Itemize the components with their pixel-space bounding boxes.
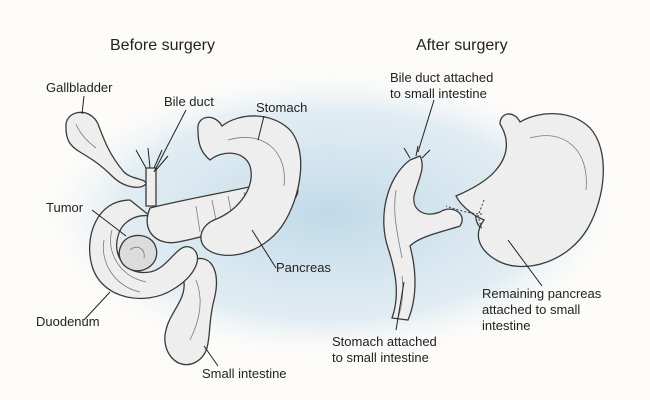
gallbladder-organ bbox=[65, 111, 147, 188]
label-remaining-pancreas-line3: intestine bbox=[482, 318, 530, 333]
label-small-intestine: Small intestine bbox=[202, 366, 287, 381]
heading-before: Before surgery bbox=[110, 37, 215, 54]
label-bile-duct-attached-line2: to small intestine bbox=[390, 86, 487, 101]
heading-after: After surgery bbox=[416, 37, 508, 54]
label-stomach-attached-line2: to small intestine bbox=[332, 350, 429, 365]
after-surgery-illustration bbox=[383, 112, 604, 321]
label-bile-duct-attached-line1: Bile duct attached bbox=[390, 70, 493, 85]
after-stomach-organ bbox=[455, 112, 604, 268]
after-bile-duct-stub bbox=[403, 145, 431, 159]
leader-lines bbox=[81, 95, 543, 367]
label-tumor: Tumor bbox=[46, 200, 84, 215]
label-stomach: Stomach bbox=[256, 100, 307, 115]
label-gallbladder: Gallbladder bbox=[46, 80, 113, 95]
label-bile-duct: Bile duct bbox=[164, 94, 214, 109]
label-remaining-pancreas-line1: Remaining pancreas bbox=[482, 286, 602, 301]
small-intestine-organ bbox=[164, 257, 218, 366]
bile-duct-organ bbox=[145, 167, 157, 207]
after-small-intestine-organ bbox=[383, 155, 463, 321]
before-surgery-illustration bbox=[65, 111, 302, 366]
tumor-organ bbox=[118, 234, 158, 272]
label-pancreas: Pancreas bbox=[276, 260, 331, 275]
label-duodenum: Duodenum bbox=[36, 314, 100, 329]
background-wash bbox=[30, 65, 630, 365]
label-stomach-attached-line1: Stomach attached bbox=[332, 334, 437, 349]
label-remaining-pancreas-line2: attached to small bbox=[482, 302, 580, 317]
duodenum-organ bbox=[88, 199, 198, 300]
